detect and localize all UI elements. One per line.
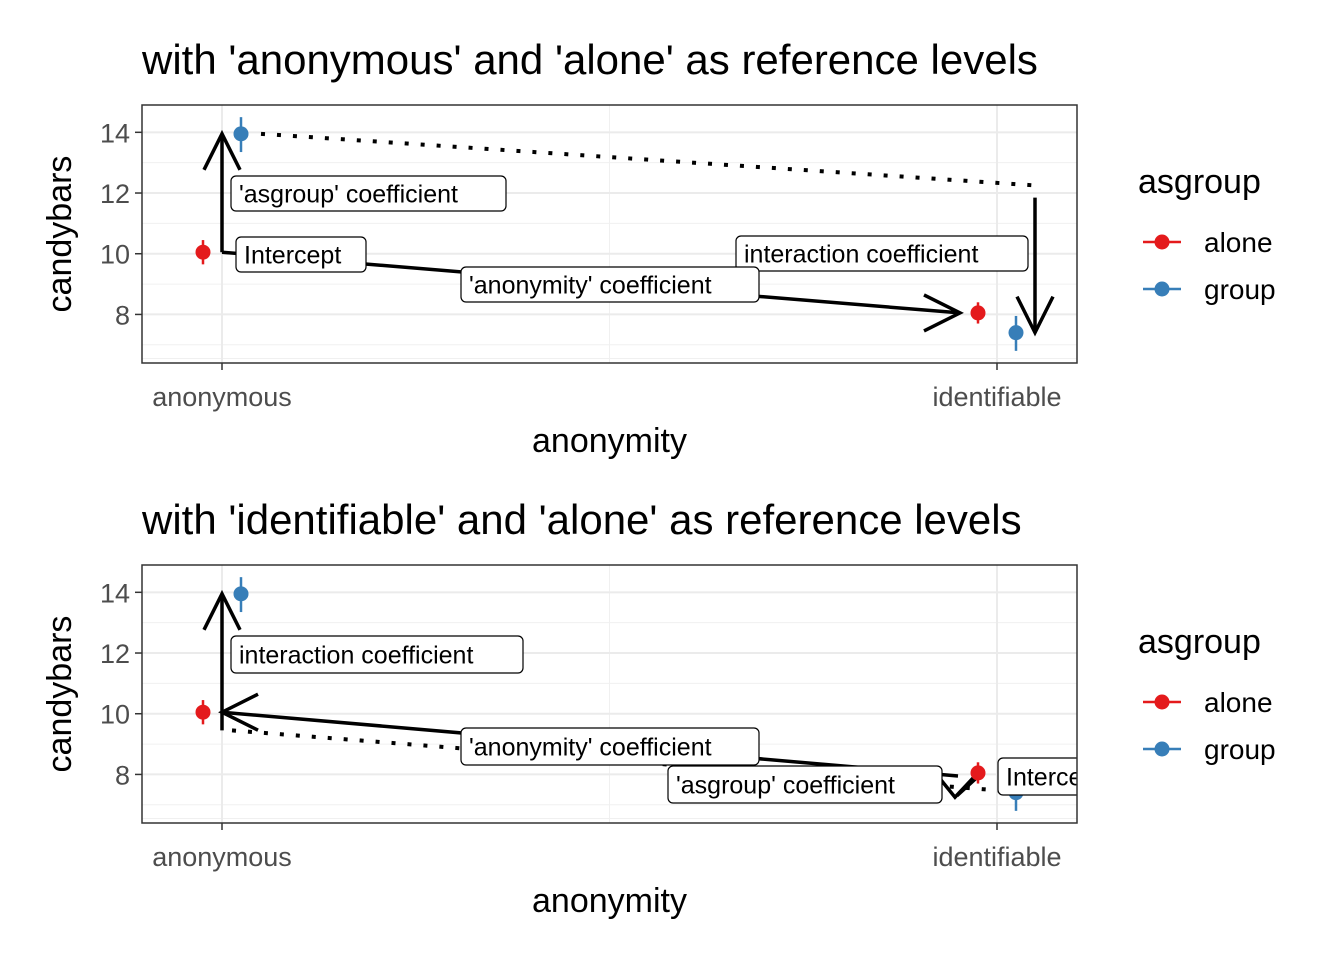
y-tick-label: 10 [100,700,130,730]
anonymity-arrowhead [218,692,259,732]
legend-label: alone [1204,687,1273,718]
y-tick-label: 8 [115,760,130,790]
y-axis-title: candybars [41,156,79,313]
x-tick-label: anonymous [152,842,292,872]
chart-title: with 'identifiable' and 'alone' as refer… [141,496,1022,543]
point-alone [195,244,211,260]
asgroup-arrowhead [937,774,977,800]
y-tick-label: 8 [115,300,130,330]
annotation-label: 'anonymity' coefficient [460,727,760,766]
point-alone [970,305,986,321]
annotation-box [230,635,524,674]
annotation-box [735,235,1029,272]
plot-border [141,104,1078,364]
point-group [233,586,249,602]
point-alone [195,704,211,720]
y-axis-title: candybars [41,616,79,773]
annotation-text: 'asgroup' coefficient [239,181,458,209]
annotation-box [230,175,507,212]
legend-title: asgroup [1138,623,1261,661]
plot-border [141,564,1078,824]
dotted-reference-line [260,131,1036,188]
annotation-box [667,765,943,804]
annotation-box [460,266,760,303]
annotation-text: 'asgroup' coefficient [676,772,895,800]
annotation-label: 'asgroup' coefficient [230,175,507,212]
anonymity-arrowhead [923,293,964,333]
chart-panel-1: 8 10 12 14 anonymous identifiable with 'anonym… [41,36,1276,460]
x-tick-label: anonymous [152,382,292,412]
annotation-text: 'anonymity' coefficient [469,272,712,300]
chart-title: with 'anonymous' and 'alone' as referenc… [141,36,1038,83]
x-axis-title: anonymity [532,422,687,460]
asgroup-arrowhead [202,129,242,171]
annotation-box [997,757,1077,796]
annotation-label: interaction coefficient [735,235,1029,272]
y-tick-label: 10 [100,240,130,270]
legend-key-point [1154,694,1170,710]
interaction-arrowhead [202,589,242,631]
annotation-text: Intercept [1006,764,1103,792]
x-tick-label: identifiable [932,382,1061,412]
annotation-label: 'asgroup' coefficient [667,765,943,804]
y-tick-label: 14 [100,118,130,148]
y-tick-label: 14 [100,578,130,608]
chart-panel-2: 8 10 12 14 anonymous identifiable with 'identi… [41,496,1276,920]
interaction-arrowhead [1015,295,1055,337]
legend-key-point [1154,741,1170,757]
annotation-text: Intercept [244,242,341,270]
annotation-text: 'anonymity' coefficient [469,734,712,762]
x-axis-title: anonymity [532,882,687,920]
annotation-label: Intercept [235,236,367,273]
legend-label: alone [1204,227,1273,258]
legend-label: group [1204,734,1276,765]
point-group [233,126,249,142]
y-tick-label: 12 [100,179,130,209]
annotation-label: Intercept [997,757,1103,796]
annotation-label: 'anonymity' coefficient [460,266,760,303]
annotation-box [460,727,760,766]
y-tick-label: 12 [100,639,130,669]
legend-label: group [1204,274,1276,305]
legend-key-point [1154,234,1170,250]
legend-title: asgroup [1138,163,1261,201]
annotation-text: interaction coefficient [744,241,978,269]
legend-key-point [1154,281,1170,297]
point-group [1008,325,1024,341]
point-alone [970,765,986,781]
annotation-label: interaction coefficient [230,635,524,674]
annotation-box [235,236,367,273]
annotation-text: interaction coefficient [239,642,473,670]
x-tick-label: identifiable [932,842,1061,872]
